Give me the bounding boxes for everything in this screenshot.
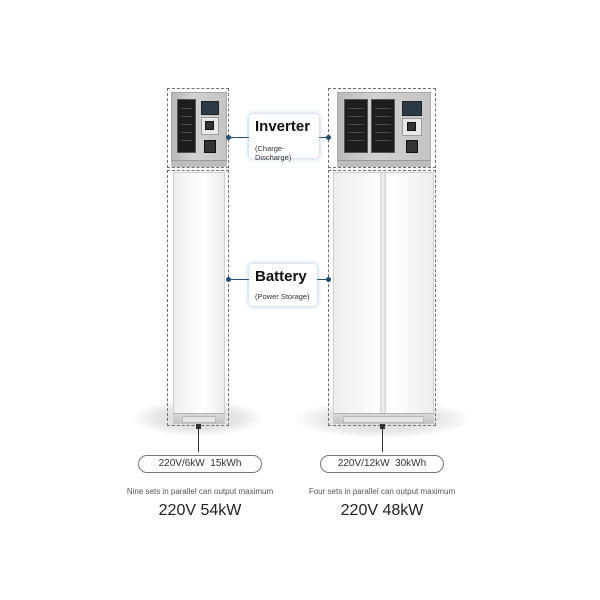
battery-tower-right xyxy=(333,172,434,424)
parallel-caption-left: Nine sets in parallel can output maximum xyxy=(126,487,274,496)
battery-label-card: Battery (Power Storage) xyxy=(249,264,317,306)
ground-line-right xyxy=(382,426,383,452)
ground-line-left xyxy=(198,426,199,452)
inverter-connector-right xyxy=(319,137,328,138)
battery-subtitle: (Power Storage) xyxy=(255,292,310,301)
battery-connector-left xyxy=(229,279,249,280)
inverter-connector-dot-right xyxy=(326,135,331,140)
parallel-caption-right: Four sets in parallel can output maximum xyxy=(308,487,456,496)
inverter-subtitle: (Charge-Discharge) xyxy=(255,144,292,162)
inverter-title: Inverter xyxy=(255,118,311,135)
inverter-unit-left xyxy=(171,92,227,167)
breaker xyxy=(204,140,216,153)
inverter-unit-right xyxy=(337,92,431,167)
lcd-display xyxy=(201,101,219,115)
inverter-connector-left xyxy=(229,137,249,138)
inverter-outline-left xyxy=(167,88,229,168)
max-output-left: 220V 54kW xyxy=(158,502,242,519)
battery-outline-right xyxy=(328,170,436,426)
inverter-label-card: Inverter (Charge-Discharge) xyxy=(249,114,319,162)
battery-connector-dot-right xyxy=(326,277,331,282)
ground-terminal-right xyxy=(380,424,385,429)
power-switch xyxy=(205,121,214,130)
heatsink-panel xyxy=(371,99,395,153)
inverter-connector-dot-left xyxy=(226,135,231,140)
lcd-display xyxy=(402,101,422,116)
max-output-right: 220V 48kW xyxy=(340,502,424,519)
heatsink-panel xyxy=(344,99,368,153)
battery-connector-right xyxy=(317,279,328,280)
battery-tower-left xyxy=(173,172,225,424)
spec-pill-left: 220V/6kW 15kWh xyxy=(138,455,262,473)
breaker xyxy=(406,140,418,153)
battery-outline-left xyxy=(167,170,229,426)
battery-title: Battery xyxy=(255,268,307,285)
ground-terminal-left xyxy=(196,424,201,429)
spec-pill-right: 220V/12kW 30kWh xyxy=(320,455,444,473)
inverter-outline-right xyxy=(328,88,436,168)
battery-connector-dot-left xyxy=(226,277,231,282)
power-switch xyxy=(407,122,416,131)
heatsink-panel xyxy=(177,99,196,153)
